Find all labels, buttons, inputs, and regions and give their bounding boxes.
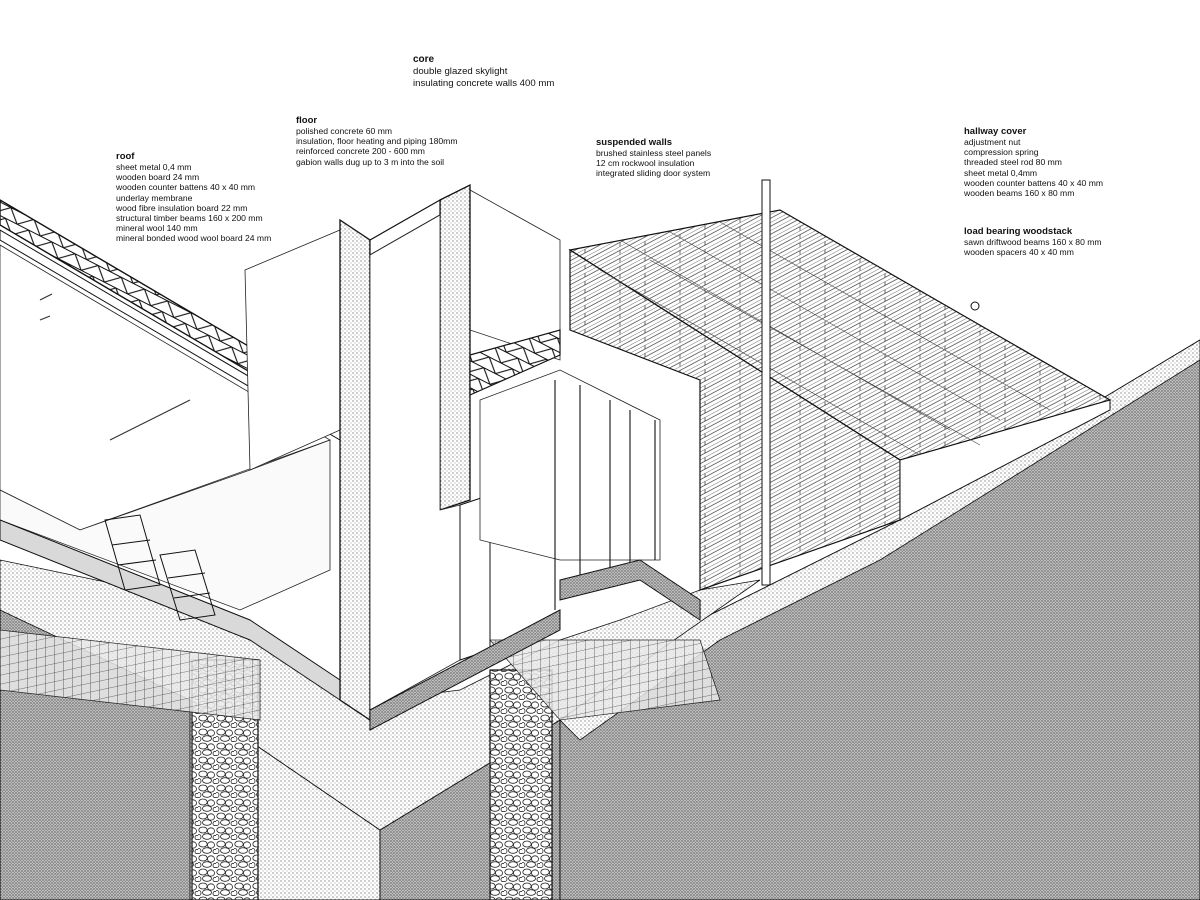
label-load-bearing-woodstack: load bearing woodstack sawn driftwood be… [964,226,1102,257]
label-core-line: insulating concrete walls 400 mm [413,77,555,89]
light-fixtures [39,293,191,441]
gabion-wall-center [489,669,553,900]
label-hallway-cover-line: compression spring [964,147,1039,158]
label-floor-line: polished concrete 60 mm [296,126,393,136]
label-suspended-walls: suspended walls brushed stainless steel … [596,137,711,179]
core-structure [244,183,561,731]
label-floor-line: reinforced concrete 200 - 600 mm [296,146,425,157]
label-woodstack-line: sawn driftwood beams 160 x 80 mm [964,237,1102,247]
label-hallway-cover-line: adjustment nut [964,137,1021,147]
label-roof-line: mineral wool 140 mm [116,223,198,234]
room-base-wall [559,559,701,621]
room-glazing [479,369,661,561]
label-hallway-cover-title: hallway cover [964,126,1027,137]
label-core-title: core [413,54,435,65]
label-roof-line: wooden counter battens 40 x 40 mm [116,182,256,193]
label-core: core double glazed skylight insulating c… [413,54,554,89]
suspended-walls-room [469,329,701,621]
folding-chairs [104,514,216,621]
label-roof-line: underlay membrane [116,192,193,203]
woodstack-right-face [899,399,1111,521]
label-floor-line: gabion walls dug up to 3 m into the soil [296,156,445,167]
label-roof-title: roof [116,151,135,162]
label-roof-line: sheet metal 0,4 mm [116,162,192,172]
label-hallway-cover-line: wooden counter battens 40 x 40 mm [964,177,1104,188]
core-wall-right [439,183,471,511]
label-woodstack-title: load bearing woodstack [964,226,1073,237]
woodstack-beam-lines [599,221,1051,456]
label-floor-line: insulation, floor heating and piping 180… [296,136,458,147]
gabion-mesh-center [489,639,721,721]
core-back-wall [244,229,341,471]
label-roof-line: mineral bonded wood wool board 24 mm [116,233,272,244]
label-suspended-walls-title: suspended walls [596,137,673,148]
label-hallway-cover: hallway cover adjustment nut compression… [964,126,1103,198]
label-suspended-walls-line: 12 cm rockwool insulation [596,158,695,169]
label-hallway-cover-line: wooden beams 160 x 80 mm [964,188,1075,199]
gabion-walls [0,629,721,900]
room-roof-beam [469,329,561,396]
label-core-line: double glazed skylight [413,66,508,77]
label-roof-line: wood fibre insulation board 22 mm [116,202,248,213]
woodstack-structure [568,179,1112,591]
label-woodstack-line: wooden spacers 40 x 40 mm [964,247,1074,258]
label-suspended-walls-line: integrated sliding door system [596,168,711,179]
label-roof-line: structural timber beams 160 x 200 mm [116,213,263,224]
room-mullions [554,380,656,610]
label-roof: roof sheet metal 0,4 mm wooden board 24 … [116,151,271,244]
label-hallway-cover-line: sheet metal 0,4mm [964,167,1038,178]
label-floor-title: floor [296,115,318,126]
label-suspended-walls-line: brushed stainless steel panels [596,148,712,158]
label-floor: floor polished concrete 60 mm insulation… [296,115,457,167]
label-roof-line: wooden board 24 mm [116,172,200,183]
core-floor-slab [369,609,561,731]
gabion-mesh-left [0,629,261,721]
core-wall-left [339,218,371,722]
adjustment-nut [970,301,980,311]
label-hallway-cover-line: threaded steel rod 80 mm [964,157,1062,168]
threaded-rod [761,179,771,586]
